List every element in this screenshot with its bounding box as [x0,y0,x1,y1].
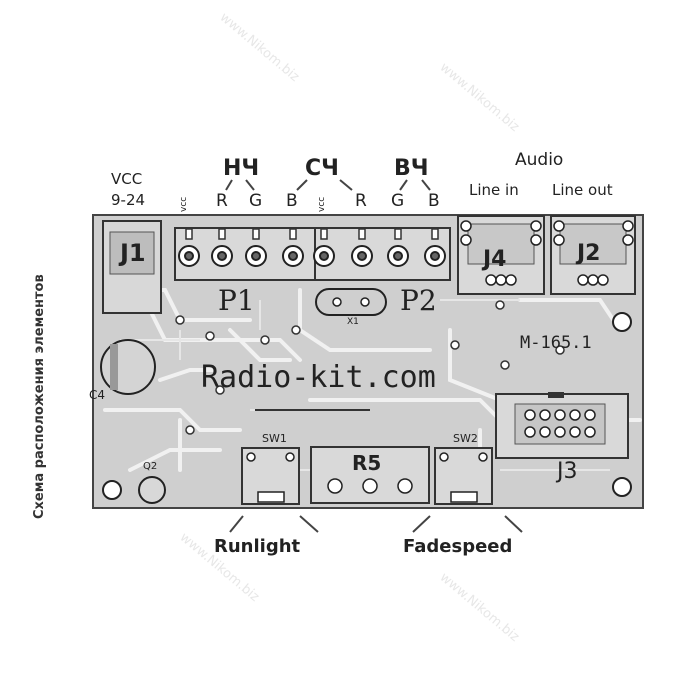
pin-pads [178,245,446,267]
line-out-label: Line out [552,181,613,199]
sw2-label: SW2 [453,432,478,445]
pin-label-r: R [216,191,228,211]
q2-label: Q2 [143,461,158,472]
brand-label: Radio-kit.com [201,360,436,395]
j4-label: J4 [483,247,507,272]
pin-label-b: B [286,191,298,211]
j1-label: J1 [120,239,146,267]
label-connectors [225,179,523,533]
q2-transistor [138,476,166,504]
group-lf-label: НЧ [223,156,260,181]
mounting-holes [102,312,632,500]
pin-label-g: G [391,191,405,211]
j3-key [548,392,564,398]
sw1-label: SW1 [262,432,287,445]
r5-label: R5 [352,451,382,475]
group-hf-label: ВЧ [394,156,429,181]
p2-label: P2 [400,284,437,317]
j3-label: J3 [557,459,578,484]
vcc-range-label: 9-24 [111,191,146,209]
pin-leads [185,228,439,240]
pin-label-b: B [428,191,440,211]
runlight-label: Runlight [214,536,301,557]
vcc-label: VCC [111,170,143,188]
c4-capacitor [100,339,156,395]
x1-label: X1 [347,317,359,327]
x1-crystal [315,288,387,316]
j3-pads [524,409,596,438]
audio-label: Audio [515,150,564,170]
p1-label: P1 [218,284,255,317]
line-in-label: Line in [469,181,519,199]
c4-label: C4 [89,388,106,402]
pin-label-vcc: vcc [179,196,189,212]
j2-label: J2 [577,241,601,266]
pin-label-g: G [249,191,263,211]
fadespeed-label: Fadespeed [403,536,513,557]
j1-connector-inner [109,231,155,275]
component-pads [175,300,565,435]
pin-label-r: R [355,191,367,211]
r5-resistor [310,446,430,504]
group-mf-label: СЧ [305,156,339,181]
model-label: M-165.1 [520,333,592,353]
j4-connector-inner [467,223,535,265]
side-caption: Схема расположения элементов [32,274,47,519]
pin-label-vcc: vcc [317,196,327,212]
jack-pads [460,220,634,286]
